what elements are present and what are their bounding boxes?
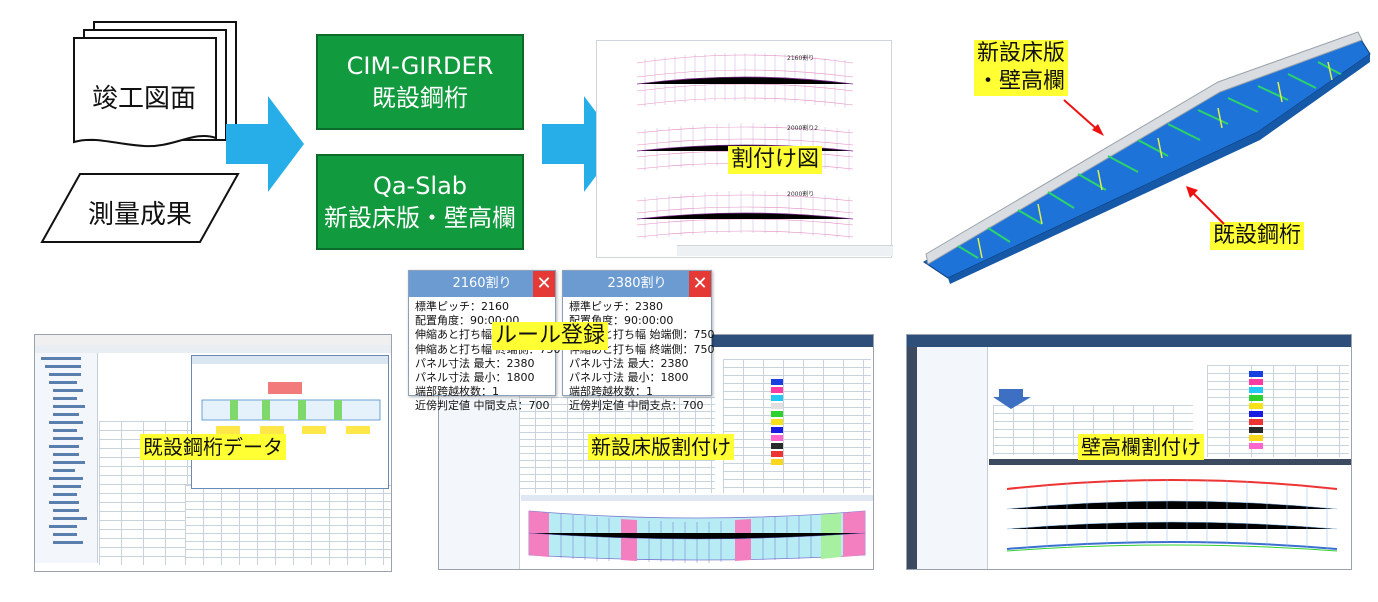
rule-line: 端部跨越枚数：1 <box>415 385 499 399</box>
tree-panel <box>917 347 988 569</box>
layout-drawing-screenshot: 2160割り 2000割り2 2000割り <box>596 40 893 258</box>
rule-line: 近傍判定値 中間支点：700 <box>569 399 704 413</box>
rule-registration-label: ルール登録 <box>492 322 609 350</box>
girder-section-diagram <box>201 382 381 434</box>
qa-slab-box: Qa-Slab 新設床版・壁高欄 <box>316 154 524 250</box>
rule-line: 標準ピッチ：2160 <box>415 300 509 313</box>
rule-line: パネル寸法 最大：2380 <box>415 356 535 370</box>
model-bottom-label: 既設鋼桁 <box>1210 222 1305 250</box>
parapet-plan-view <box>1006 479 1338 552</box>
rule-window-title: 2160割り <box>452 276 512 291</box>
model-top-label-line1: 新設床版 <box>974 40 1069 68</box>
slab-table-right <box>723 359 871 493</box>
data-parallelogram-icon <box>40 173 240 243</box>
qa-slab-desc: 新設床版・壁高欄 <box>324 204 516 232</box>
girder-table-right <box>185 485 391 565</box>
cim-girder-desc: 既設鋼桁 <box>372 84 468 112</box>
plan-header <box>989 459 1351 465</box>
model-top-label-line2: ・壁高欄 <box>974 68 1069 96</box>
rule-window-2160: 2160割り ✕ 標準ピッチ：2160 配置角度：90:00:00 伸縮あと打ち… <box>408 270 561 412</box>
layout-drawing-label: 割付け図 <box>728 146 823 174</box>
tree-lines <box>41 357 87 544</box>
rule-window-body: 標準ピッチ：2160 配置角度：90:00:00 伸縮あと打ち幅 始端側：750… <box>409 297 561 417</box>
flow-arrow-1 <box>226 96 304 192</box>
document-stack-icon <box>73 21 237 148</box>
close-icon[interactable]: ✕ <box>533 271 555 297</box>
qa-slab-name: Qa-Slab <box>372 172 468 200</box>
rule-window-body: 標準ピッチ：2380 配置角度：90:00:00 伸縮あと打ち幅 始端側：750… <box>563 297 715 417</box>
rule-line: パネル寸法 最大：2380 <box>569 356 689 370</box>
drawing-statusbar <box>677 245 893 256</box>
cim-girder-box: CIM-GIRDER 既設鋼桁 <box>316 34 524 130</box>
pointer-arrow-top <box>1063 99 1104 136</box>
icon-sidebar <box>907 347 917 569</box>
arrow-down-icon <box>993 389 1031 409</box>
girder-diagram-dialog <box>191 355 389 489</box>
rule-window-title: 2380割り <box>607 276 667 291</box>
drawings-label: 竣工図面 <box>91 84 196 114</box>
rule-line: パネル寸法 最小：1800 <box>569 371 689 385</box>
tree-panel <box>35 353 98 563</box>
panel-title-3: 2000割り <box>787 191 815 198</box>
rule-line: パネル寸法 最小：1800 <box>415 371 535 385</box>
parapet-material-table <box>1207 365 1349 457</box>
bridge-3d-model <box>923 31 1371 284</box>
girder-data-label: 既設鋼桁データ <box>140 434 286 460</box>
plan-header <box>521 495 873 501</box>
menu-bar <box>35 345 391 353</box>
slab-layout-label: 新設床版割付け <box>588 434 734 460</box>
material-color-column <box>771 379 783 465</box>
rule-line: 端部跨越枚数：1 <box>569 385 653 399</box>
panel-title-2: 2000割り2 <box>787 125 819 132</box>
rule-line: 近傍判定値 中間支点：700 <box>415 399 550 413</box>
parapet-layout-label: 壁高欄割付け <box>1078 434 1204 460</box>
parapet-color-column <box>1249 371 1263 449</box>
close-icon[interactable]: ✕ <box>689 271 711 297</box>
pointer-arrow-bottom <box>1186 186 1225 225</box>
rule-line: 標準ピッチ：2380 <box>569 300 663 313</box>
window-titlebar <box>907 335 1351 347</box>
cim-girder-name: CIM-GIRDER <box>346 52 494 80</box>
panel-title-1: 2160割り <box>787 55 815 62</box>
slab-plan-view <box>528 510 866 563</box>
survey-label: 測量成果 <box>87 200 192 230</box>
